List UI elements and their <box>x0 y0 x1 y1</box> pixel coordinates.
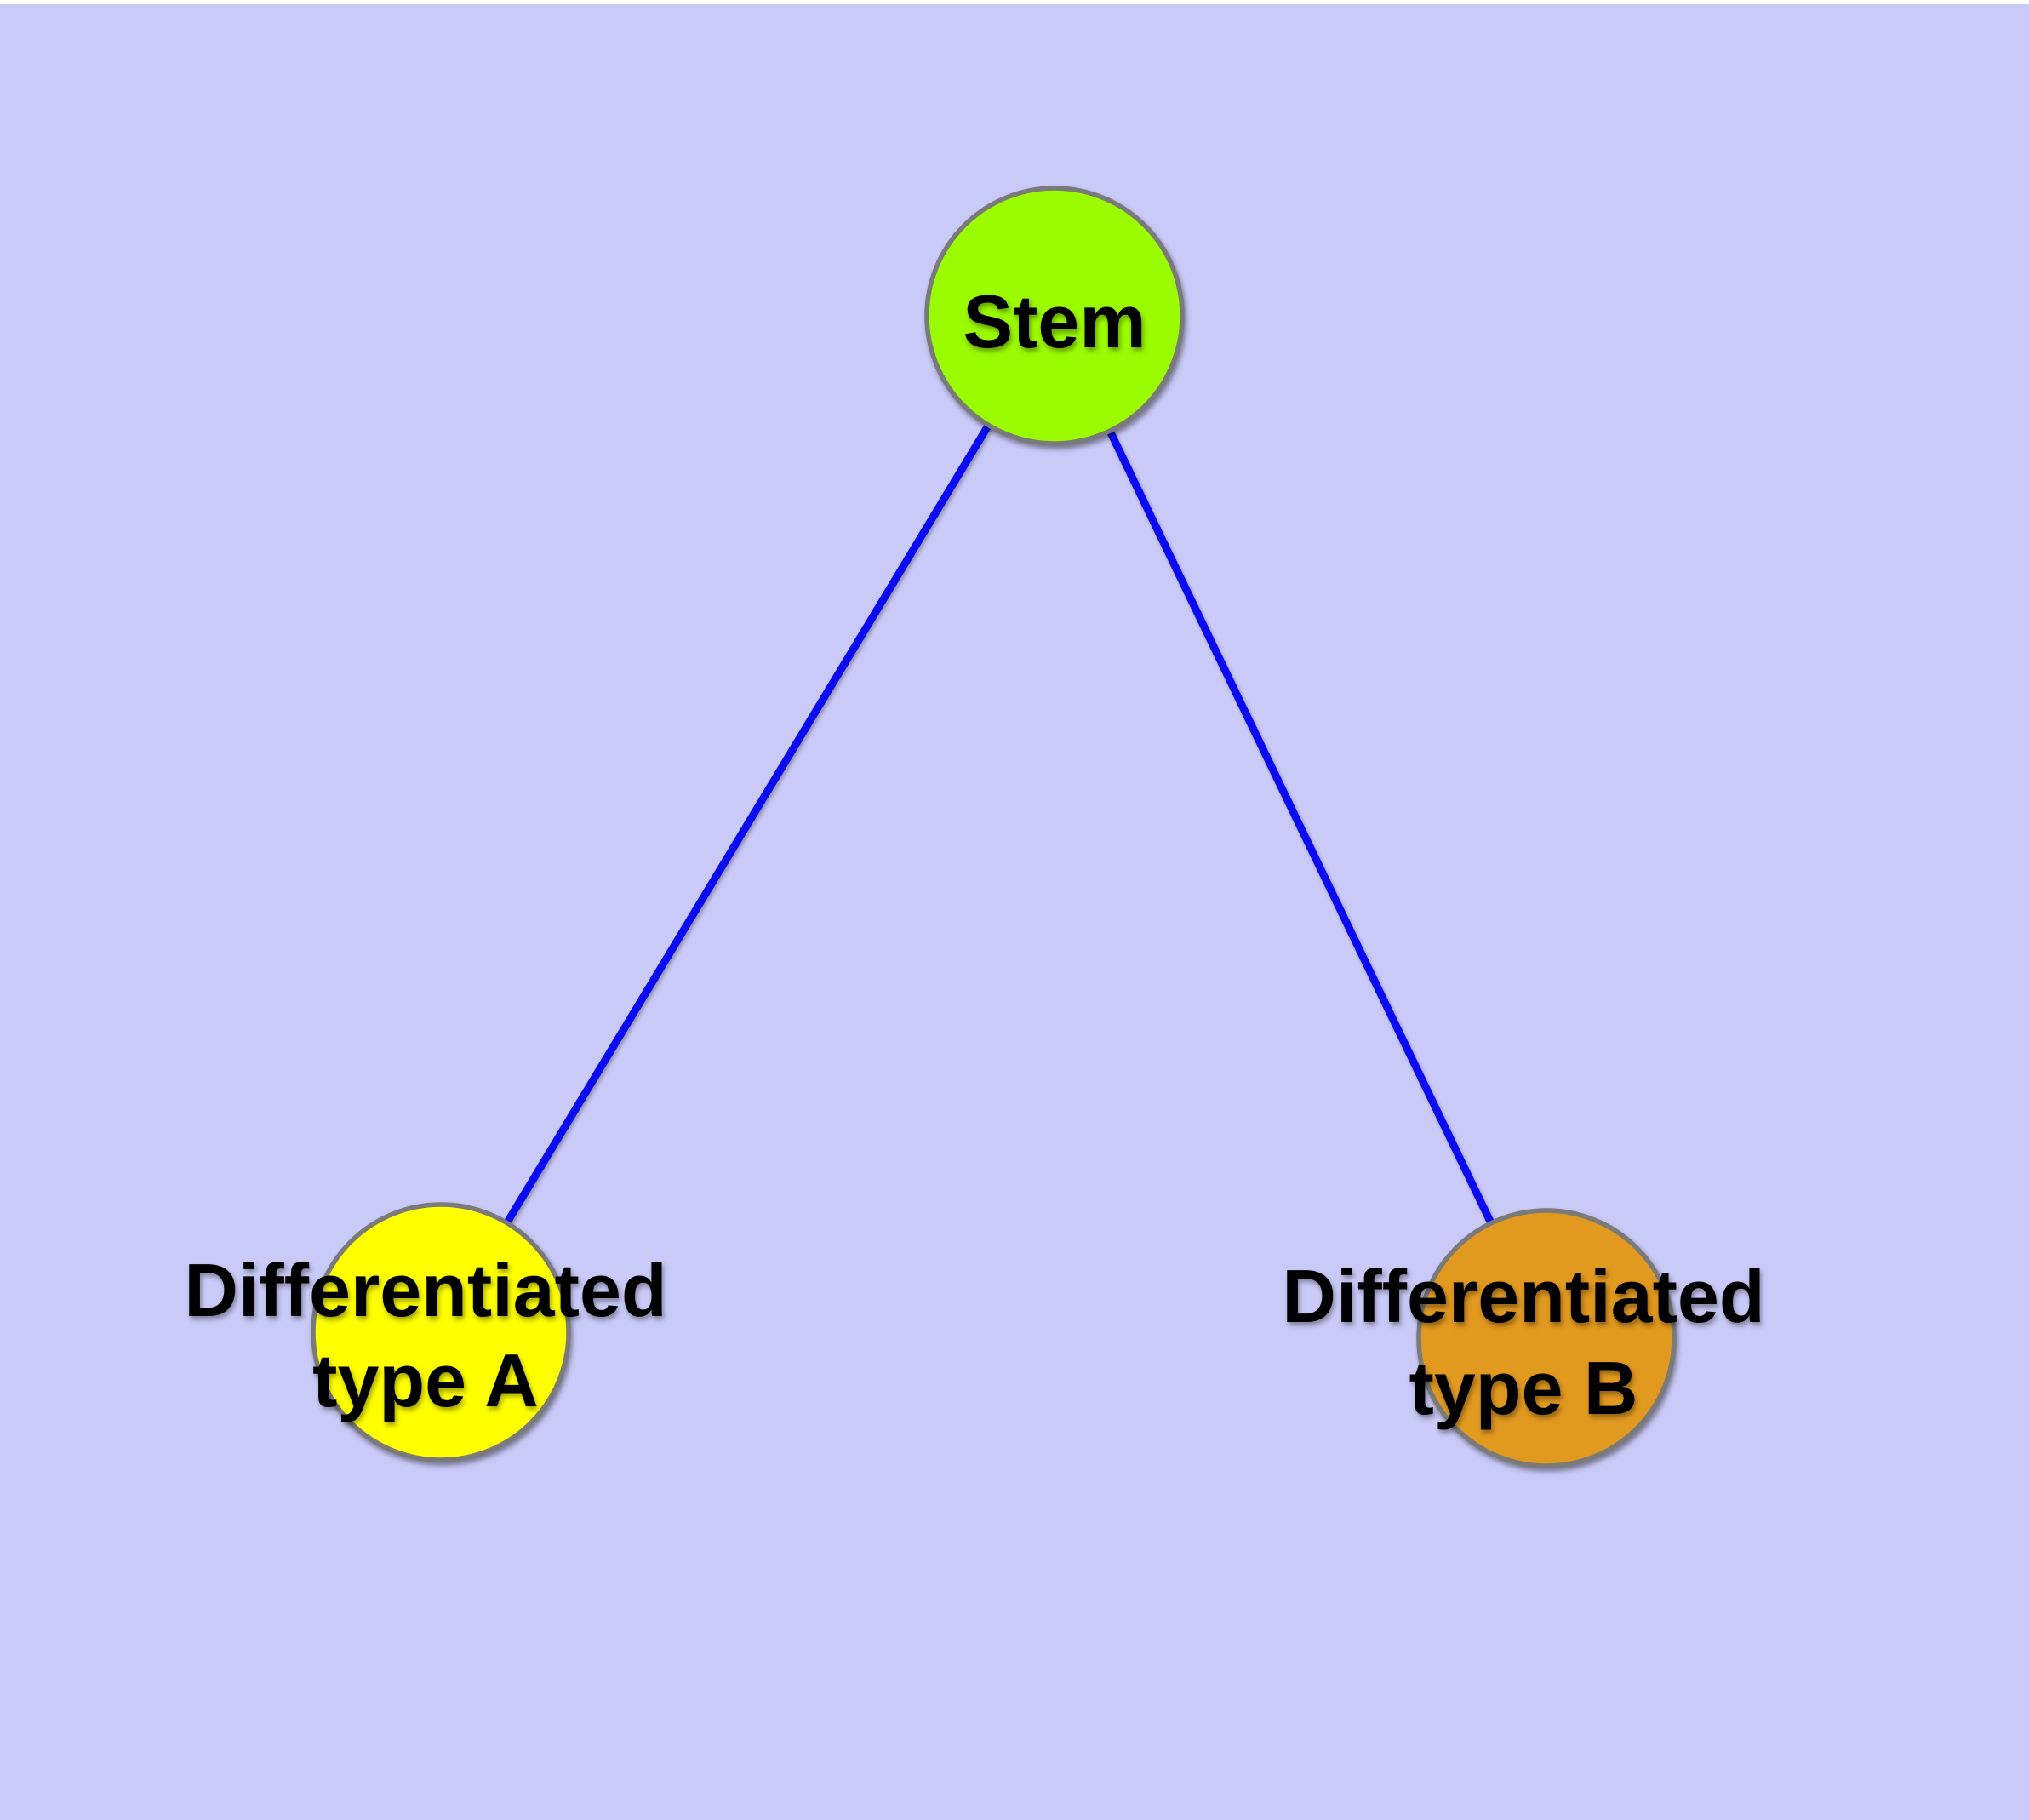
node-differentiated-type-b: Differentiated type B <box>1282 1208 1765 1468</box>
node-type-b-circle <box>1416 1208 1677 1468</box>
edge-stem-to-type-a <box>437 313 1058 1335</box>
edge-stem-to-type-b <box>1050 314 1551 1340</box>
node-stem: Stem <box>924 186 1185 446</box>
node-type-b-label-line1: Differentiated <box>1282 1254 1764 1338</box>
node-stem-label: Stem <box>963 279 1146 363</box>
node-type-a-circle <box>311 1202 571 1462</box>
node-type-b-label-line2: type B <box>1409 1346 1638 1430</box>
node-differentiated-type-a: Differentiated type A <box>184 1202 667 1462</box>
node-type-a-label-line2: type A <box>312 1338 539 1422</box>
node-type-a-label-line1: Differentiated <box>184 1248 666 1332</box>
node-stem-circle <box>924 186 1185 446</box>
